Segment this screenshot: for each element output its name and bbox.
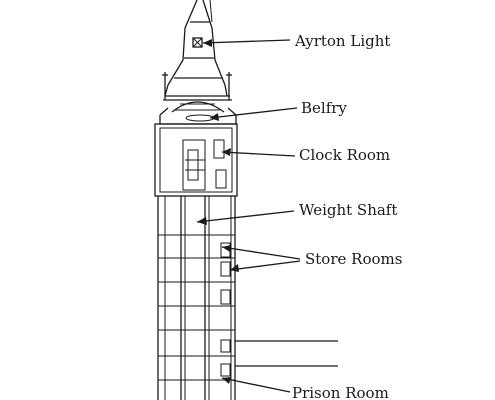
label-store-rooms: Store Rooms — [305, 250, 403, 268]
label-clock-room: Clock Room — [299, 146, 391, 164]
clock-room — [154, 123, 238, 197]
spire — [162, 0, 232, 100]
label-ayrton-light: Ayrton Light — [295, 32, 391, 50]
leader-belfry — [209, 107, 298, 119]
weight-shaft — [180, 196, 210, 400]
ayrton-light-icon — [192, 37, 203, 48]
leader-ayrton — [202, 39, 291, 44]
belfry — [159, 95, 237, 125]
tower-shaft — [157, 196, 236, 400]
leader-weight-shaft — [196, 210, 295, 223]
floor-extension-lines — [235, 340, 338, 367]
leader-lines — [196, 39, 301, 393]
label-weight-shaft: Weight Shaft — [299, 201, 398, 219]
leader-store-2 — [229, 260, 301, 271]
label-prison-room: Prison Room — [292, 384, 389, 400]
leader-clock-room — [221, 151, 296, 157]
leader-prison-room — [221, 377, 291, 393]
label-belfry: Belfry — [301, 99, 347, 117]
leader-store-1 — [221, 246, 301, 260]
